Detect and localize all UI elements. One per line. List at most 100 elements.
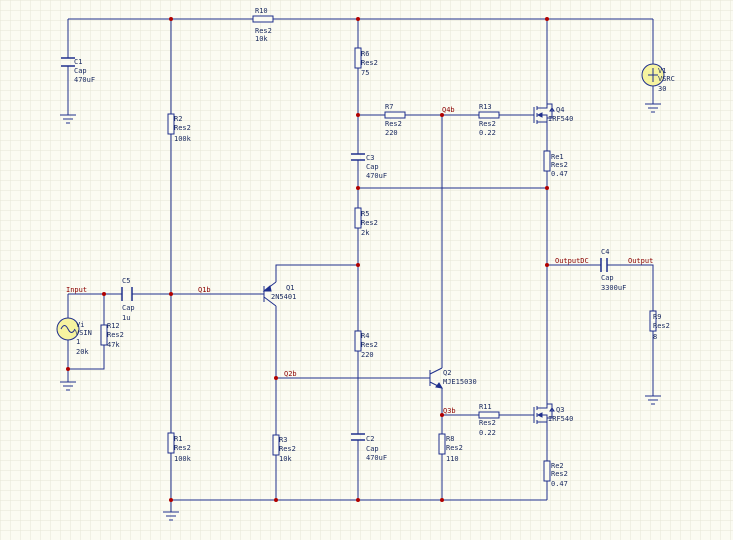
- r9-type: Res2: [653, 322, 670, 330]
- r3-body[interactable]: [272, 434, 280, 456]
- net-input: Input: [66, 286, 87, 294]
- r10-type: Res2: [255, 27, 272, 35]
- net-q3b: Q3b: [443, 407, 456, 415]
- q3-mosfet[interactable]: [530, 403, 555, 427]
- v1-value: 30: [658, 85, 666, 93]
- r11-value: 0.22: [479, 429, 496, 437]
- c5-type: Cap: [122, 304, 135, 312]
- r5-value: 2k: [361, 229, 370, 237]
- r12-body[interactable]: [100, 324, 108, 346]
- re1-value: 0.47: [551, 170, 568, 178]
- r6-type: Res2: [361, 59, 378, 67]
- r12-ref: R12: [107, 322, 120, 330]
- r2-type: Res2: [174, 124, 191, 132]
- c4-type: Cap: [601, 274, 614, 282]
- r1-value: 100k: [174, 455, 192, 463]
- vi-ref: Vi: [76, 321, 84, 329]
- v1-source[interactable]: [641, 63, 665, 87]
- r1-type: Res2: [174, 444, 191, 452]
- q2-transistor[interactable]: [429, 367, 443, 389]
- c3-type: Cap: [366, 163, 379, 171]
- r9-body[interactable]: [649, 310, 657, 332]
- v1-ref: V1: [658, 67, 666, 75]
- q3-ref: Q3: [556, 406, 564, 414]
- r11-body[interactable]: [478, 411, 500, 419]
- q1-type: 2N5401: [271, 293, 296, 301]
- re1-body[interactable]: [543, 150, 551, 172]
- r5-body[interactable]: [354, 207, 362, 229]
- q2-ref: Q2: [443, 369, 451, 377]
- r2-value: 100k: [174, 135, 192, 143]
- c5-value: 1u: [122, 314, 130, 322]
- r6-value: 75: [361, 69, 369, 77]
- q4-type: IRF540: [548, 115, 573, 123]
- c2-ref: C2: [366, 435, 374, 443]
- r8-body[interactable]: [438, 433, 446, 455]
- r4-ref: R4: [361, 332, 369, 340]
- r4-value: 220: [361, 351, 374, 359]
- r4-type: Res2: [361, 341, 378, 349]
- r9-value: 8: [653, 333, 657, 341]
- r7-ref: R7: [385, 103, 393, 111]
- r4-body[interactable]: [354, 330, 362, 352]
- r3-type: Res2: [279, 445, 296, 453]
- r3-value: 10k: [279, 455, 292, 463]
- r13-body[interactable]: [478, 111, 500, 119]
- vi-amplitude: 1: [76, 338, 80, 346]
- vi-source[interactable]: [56, 317, 80, 341]
- c2-symbol[interactable]: [351, 433, 365, 441]
- r10-body[interactable]: [252, 15, 274, 23]
- net-q2b: Q2b: [284, 370, 297, 378]
- c1-symbol[interactable]: [61, 57, 75, 67]
- r7-type: Res2: [385, 120, 402, 128]
- r2-ref: R2: [174, 115, 182, 123]
- c4-ref: C4: [601, 248, 609, 256]
- net-q1b: Q1b: [198, 286, 211, 294]
- net-q4b: Q4b: [442, 106, 455, 114]
- q1-ref: Q1: [286, 284, 294, 292]
- wires: [60, 18, 661, 521]
- r7-body[interactable]: [384, 111, 406, 119]
- r13-value: 0.22: [479, 129, 496, 137]
- vi-type: VSIN: [75, 329, 92, 337]
- re2-ref: Re2: [551, 462, 564, 470]
- q2-type: MJE15030: [443, 378, 477, 386]
- c5-ref: C5: [122, 277, 130, 285]
- c4-symbol[interactable]: [600, 258, 608, 272]
- net-output: Output: [628, 257, 653, 265]
- junctions: [66, 17, 549, 502]
- r1-body[interactable]: [167, 432, 175, 454]
- re2-value: 0.47: [551, 480, 568, 488]
- c1-ref: C1: [74, 58, 82, 66]
- c1-value: 470uF: [74, 76, 95, 84]
- r6-body[interactable]: [354, 47, 362, 69]
- r12-type: Res2: [107, 331, 124, 339]
- r13-type: Res2: [479, 120, 496, 128]
- q1-transistor[interactable]: [262, 281, 277, 307]
- r13-ref: R13: [479, 103, 492, 111]
- r3-ref: R3: [279, 436, 287, 444]
- c3-symbol[interactable]: [351, 153, 365, 161]
- r5-type: Res2: [361, 219, 378, 227]
- c5-symbol[interactable]: [121, 287, 133, 301]
- r7-value: 220: [385, 129, 398, 137]
- c1-type: Cap: [74, 67, 87, 75]
- re2-body[interactable]: [543, 460, 551, 482]
- re1-type: Res2: [551, 161, 568, 169]
- q4-ref: Q4: [556, 106, 564, 114]
- c3-value: 470uF: [366, 172, 387, 180]
- r1-ref: R1: [174, 435, 182, 443]
- v1-type: VSRC: [658, 75, 675, 83]
- q3-type: IRF540: [548, 415, 573, 423]
- re2-type: Res2: [551, 470, 568, 478]
- r2-body[interactable]: [167, 113, 175, 135]
- q4-mosfet[interactable]: [530, 101, 555, 124]
- r5-ref: R5: [361, 210, 369, 218]
- r10-value: 10k: [255, 35, 268, 43]
- r8-ref: R8: [446, 435, 454, 443]
- r11-type: Res2: [479, 419, 496, 427]
- r8-type: Res2: [446, 444, 463, 452]
- c2-value: 470uF: [366, 454, 387, 462]
- r10-ref: R10: [255, 7, 268, 15]
